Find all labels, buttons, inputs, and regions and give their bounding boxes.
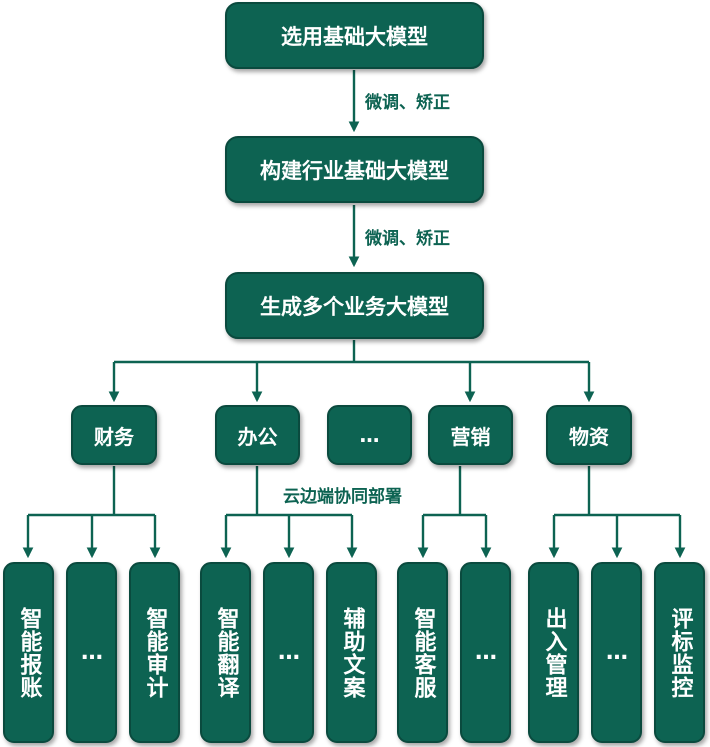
leaf-marketing-smart-service: 智能客服 (397, 562, 448, 743)
deploy-label: 云边端协同部署 (283, 487, 402, 507)
category-finance: 财务 (71, 405, 157, 465)
step-label-fine-tune-1: 微调、矫正 (365, 93, 450, 113)
category-office: 办公 (215, 405, 300, 465)
leaf-finance-smart-audit: 智能审计 (129, 562, 180, 743)
step-label-fine-tune-2: 微调、矫正 (365, 229, 450, 249)
leaf-supplies-ellipsis: … (591, 562, 642, 743)
leaf-finance-smart-reimbursement: 智能报账 (3, 562, 54, 743)
leaf-marketing-ellipsis: … (460, 562, 511, 743)
category-marketing: 营销 (428, 405, 513, 465)
step-box-base-model: 选用基础大模型 (225, 2, 484, 69)
leaf-finance-ellipsis: … (66, 562, 117, 743)
leaf-office-copywriting: 辅助文案 (326, 562, 377, 743)
leaf-supplies-access-management: 出入管理 (528, 562, 579, 743)
leaf-office-smart-translation: 智能翻译 (200, 562, 251, 743)
step-box-industry-model: 构建行业基础大模型 (225, 136, 484, 203)
leaf-supplies-bid-monitoring: 评标监控 (654, 562, 705, 743)
step-box-business-models: 生成多个业务大模型 (225, 272, 484, 339)
leaf-office-ellipsis: … (263, 562, 314, 743)
category-supplies: 物资 (546, 405, 632, 465)
category-ellipsis: … (327, 405, 412, 465)
